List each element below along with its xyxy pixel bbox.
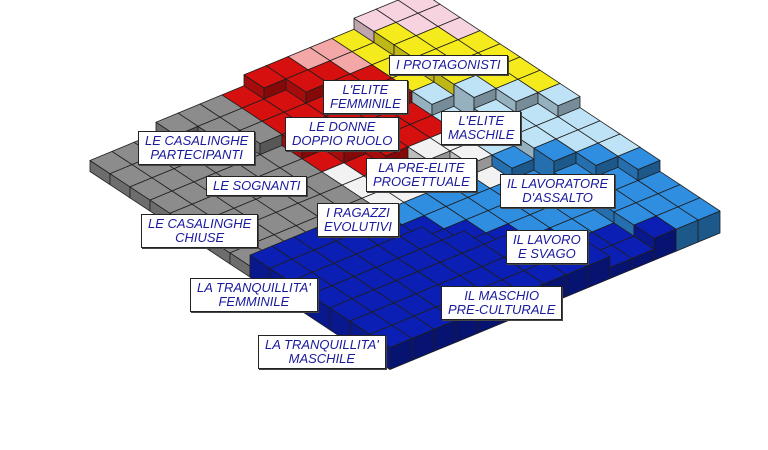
tile-top: [537, 83, 581, 107]
label-text: CHIUSE: [175, 230, 225, 245]
label-maschio-preculturale: IL MASCHIO PRE-CULTURALE: [441, 286, 563, 320]
tile-top: [453, 74, 497, 98]
label-elite-maschile: L'ELITE MASCHILE: [441, 111, 522, 145]
label-text: IL LAVORO: [513, 232, 581, 247]
label-lavoro-svago: IL LAVORO E SVAGO: [506, 230, 588, 264]
tile-top: [369, 324, 413, 348]
label-le-sognanti: LE SOGNANTI: [206, 176, 308, 196]
label-text: LE CASALINGHE: [145, 133, 249, 148]
label-i-protagonisti: I PROTAGONISTI: [389, 55, 508, 75]
label-text: I RAGAZZI: [326, 205, 390, 220]
label-tranquillita-femminile: LA TRANQUILLITA' FEMMINILE: [190, 278, 318, 312]
label-text: IL LAVORATORE: [507, 176, 609, 191]
label-text: MASCHILE: [288, 351, 356, 366]
label-text: IL MASCHIO: [464, 288, 540, 303]
tile-top: [633, 215, 677, 239]
label-text: LA PRE-ELITE: [378, 160, 465, 175]
label-text: I PROTAGONISTI: [396, 57, 501, 72]
label-text: LE CASALINGHE: [148, 216, 252, 231]
label-text: LE DONNE: [308, 119, 376, 134]
label-text: FEMMINILE: [218, 294, 290, 309]
label-elite-femminile: L'ELITE FEMMINILE: [323, 80, 408, 114]
tile-top: [239, 120, 283, 145]
label-text: PARTECIPANTI: [150, 147, 243, 162]
tile-top: [575, 142, 619, 166]
tile-top: [533, 138, 577, 162]
label-ragazzi-evolutivi: I RAGAZZI EVOLUTIVI: [317, 203, 399, 237]
label-casalinghe-partecipanti: LE CASALINGHE PARTECIPANTI: [138, 131, 256, 165]
tile-top: [243, 65, 287, 89]
label-text: MASCHILE: [448, 127, 515, 142]
label-text: LE SOGNANTI: [213, 178, 301, 193]
label-text: LA TRANQUILLITA': [197, 280, 311, 295]
label-text: DOPPIO RUOLO: [292, 133, 393, 148]
label-text: E SVAGO: [517, 246, 576, 261]
label-text: L'ELITE: [458, 113, 505, 128]
label-pre-elite-progettuale: LA PRE-ELITE PROGETTUALE: [366, 158, 477, 192]
label-text: PROGETTUALE: [373, 174, 470, 189]
tile-top: [285, 69, 329, 93]
label-lavoratore-assalto: IL LAVORATORE D'ASSALTO: [500, 174, 616, 208]
label-donne-doppio-ruolo: LE DONNE DOPPIO RUOLO: [285, 117, 400, 151]
tile-top: [617, 146, 661, 170]
label-text: EVOLUTIVI: [324, 219, 392, 234]
label-text: LA TRANQUILLITA': [265, 337, 379, 352]
label-casalinghe-chiuse: LE CASALINGHE CHIUSE: [141, 214, 259, 248]
label-text: D'ASSALTO: [522, 190, 593, 205]
label-text: FEMMINILE: [330, 96, 401, 111]
tile-top: [411, 81, 455, 105]
tile-top: [495, 78, 539, 102]
label-tranquillita-maschile: LA TRANQUILLITA' MASCHILE: [258, 335, 386, 369]
label-text: L'ELITE: [342, 82, 389, 97]
tile-top: [491, 145, 535, 169]
label-text: PRE-CULTURALE: [448, 302, 556, 317]
